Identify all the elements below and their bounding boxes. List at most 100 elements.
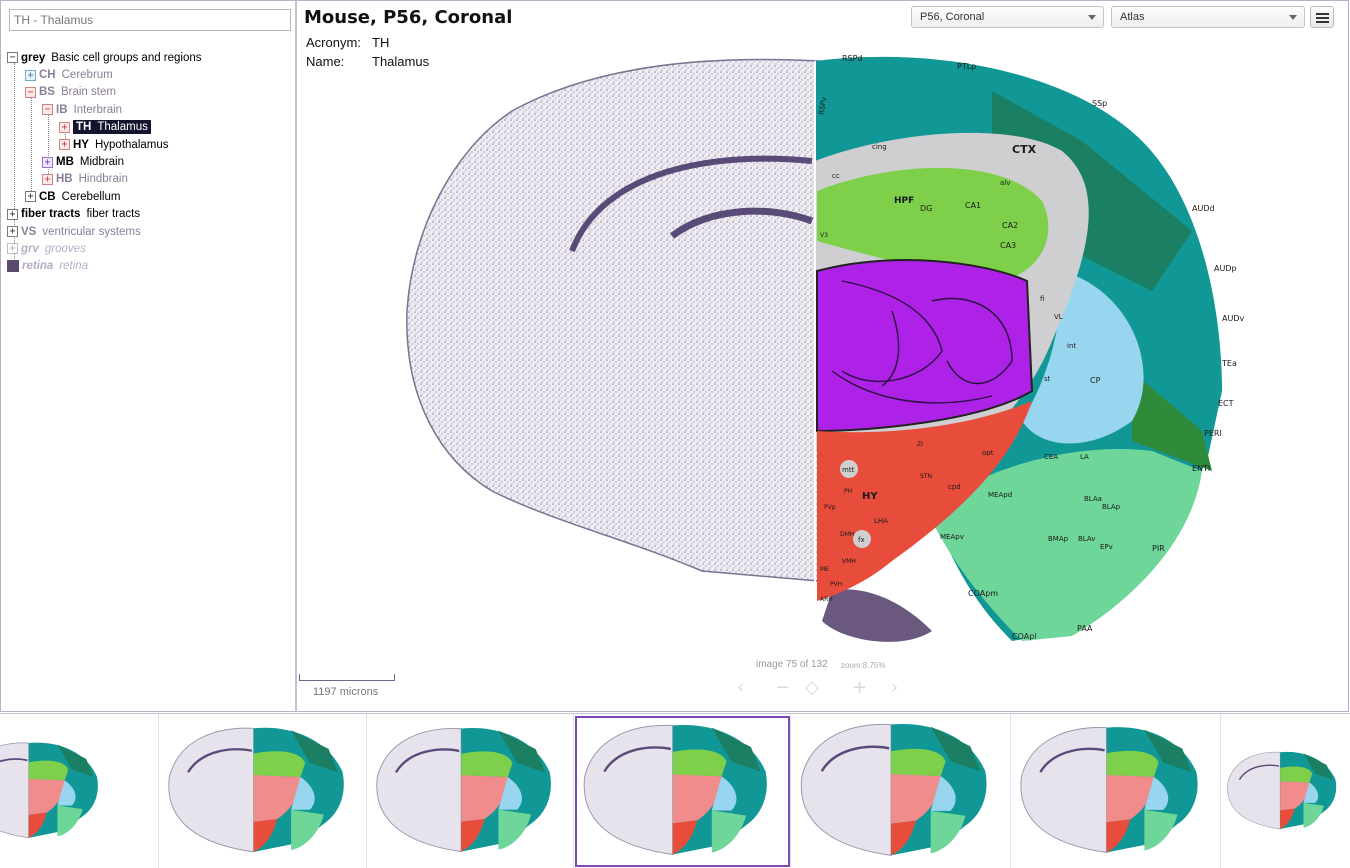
tree-node-midbrain[interactable]: + MB Midbrain	[7, 153, 292, 170]
section-filmstrip	[0, 713, 1350, 868]
collapse-icon[interactable]: −	[7, 52, 18, 64]
svg-text:HPF: HPF	[894, 196, 914, 206]
section-thumbnail[interactable]	[0, 716, 158, 867]
svg-text:CP: CP	[1090, 376, 1101, 385]
svg-text:LA: LA	[1080, 453, 1089, 461]
chevron-down-icon	[1289, 15, 1297, 20]
striatum-region[interactable]	[1022, 271, 1144, 444]
expand-icon[interactable]: +	[42, 173, 53, 185]
hamburger-icon	[1316, 13, 1329, 15]
svg-text:fi: fi	[1040, 295, 1044, 303]
tree-node-cerebrum[interactable]: + CH Cerebrum	[7, 66, 292, 83]
tree-node-cerebellum[interactable]: + CB Cerebellum	[7, 188, 292, 205]
zoom-in-icon[interactable]: +	[852, 677, 868, 698]
svg-text:BMAp: BMAp	[1048, 535, 1069, 543]
zoom-level: zoom:8.75%	[841, 661, 886, 670]
svg-text:cpd: cpd	[948, 483, 961, 491]
svg-text:CA2: CA2	[1002, 221, 1018, 230]
section-thumbnail[interactable]	[160, 716, 366, 867]
svg-text:STN: STN	[920, 473, 932, 480]
tree-node-grooves[interactable]: + grv grooves	[7, 240, 292, 257]
plane-select[interactable]: P56, Coronal	[911, 6, 1104, 28]
svg-text:RSPd: RSPd	[842, 54, 863, 63]
selected-structure[interactable]: TH Thalamus	[73, 120, 151, 135]
pan-icon[interactable]: ◇	[805, 677, 819, 698]
svg-text:BLAa: BLAa	[1084, 495, 1102, 503]
thumbnail-divider	[366, 714, 367, 868]
name-row: Name:Thalamus	[306, 54, 430, 69]
expand-icon[interactable]: +	[42, 156, 53, 168]
svg-text:AUDv: AUDv	[1222, 314, 1244, 323]
svg-text:VMH: VMH	[842, 558, 856, 565]
svg-text:cing: cing	[872, 143, 887, 151]
retina-color-swatch	[7, 260, 19, 273]
svg-text:PERI: PERI	[1204, 429, 1222, 438]
svg-text:ECT: ECT	[1218, 399, 1234, 408]
nissl-hippocampus	[569, 155, 813, 253]
svg-text:CA3: CA3	[1000, 241, 1016, 250]
tree-node-grey[interactable]: − grey Basic cell groups and regions	[7, 49, 292, 66]
section-thumbnail[interactable]	[1012, 716, 1220, 867]
tree-node-ventricular-systems[interactable]: + VS ventricular systems	[7, 223, 292, 240]
collapse-icon[interactable]: −	[42, 104, 53, 116]
svg-text:PAA: PAA	[1077, 624, 1093, 633]
expand-icon[interactable]: +	[7, 208, 18, 220]
hypothalamus-region[interactable]	[817, 401, 1032, 601]
collapse-icon[interactable]: −	[25, 86, 36, 98]
tree-node-fiber-tracts[interactable]: + fiber tracts fiber tracts	[7, 206, 292, 223]
peri-region[interactable]	[1132, 371, 1212, 471]
svg-text:AUDd: AUDd	[1192, 204, 1215, 213]
svg-text:V3: V3	[820, 232, 828, 239]
ssp-region[interactable]	[992, 91, 1192, 291]
expand-icon[interactable]: +	[7, 243, 18, 255]
thumbnail-divider	[158, 714, 159, 868]
tree-node-hypothalamus[interactable]: + HY Hypothalamus	[7, 136, 292, 153]
tree-node-retina[interactable]: retina retina	[7, 258, 292, 275]
scale-label: 1197 microns	[313, 686, 379, 698]
svg-text:SSp: SSp	[1092, 99, 1107, 108]
svg-text:LHA: LHA	[874, 517, 888, 525]
svg-text:ARH: ARH	[820, 596, 833, 603]
tree-node-thalamus[interactable]: + TH Thalamus	[7, 119, 292, 136]
brain-section-image[interactable]: RSPd PTLp SSp CTX AUDd AUDp AUDv TEa ECT…	[372, 41, 1272, 651]
section-viewer: Mouse, P56, Coronal Acronym:TH Name:Thal…	[297, 0, 1349, 712]
chevron-down-icon	[1088, 15, 1096, 20]
expand-icon[interactable]: +	[59, 139, 70, 151]
structure-search-input[interactable]	[9, 9, 291, 31]
svg-text:ENTl: ENTl	[1192, 464, 1210, 473]
expand-icon[interactable]: +	[25, 69, 36, 81]
tree-node-interbrain[interactable]: − IB Interbrain	[7, 101, 292, 118]
svg-text:CA1: CA1	[965, 201, 981, 210]
section-thumbnail[interactable]	[368, 716, 573, 867]
expand-icon[interactable]: +	[59, 121, 70, 133]
next-arrow-icon[interactable]: ›	[891, 677, 899, 698]
previous-arrow-icon[interactable]: ‹	[737, 677, 745, 698]
scale-bar	[299, 674, 395, 681]
olfactory-region[interactable]	[932, 449, 1202, 641]
svg-text:MEApd: MEApd	[988, 491, 1012, 499]
section-thumbnail[interactable]	[792, 716, 1010, 867]
svg-text:EPv: EPv	[1100, 543, 1113, 551]
expand-icon[interactable]: +	[25, 191, 36, 203]
svg-text:cc: cc	[832, 172, 840, 180]
view-select[interactable]: Atlas	[1111, 6, 1305, 28]
svg-text:st: st	[1044, 375, 1051, 383]
section-thumbnail[interactable]	[575, 716, 790, 867]
expand-icon[interactable]: +	[7, 226, 18, 238]
acronym-row: Acronym:TH	[306, 35, 390, 50]
image-counter: image 75 of 132	[756, 659, 828, 670]
page-title: Mouse, P56, Coronal	[304, 7, 513, 28]
svg-text:MEApv: MEApv	[940, 533, 964, 541]
svg-text:COApl: COApl	[1012, 632, 1037, 641]
svg-text:opt: opt	[982, 449, 994, 457]
section-thumbnail[interactable]	[1222, 716, 1350, 867]
menu-button[interactable]	[1310, 6, 1334, 28]
svg-text:DMH: DMH	[840, 531, 854, 538]
zoom-out-icon[interactable]: −	[775, 677, 791, 698]
svg-text:AUDp: AUDp	[1214, 264, 1237, 273]
hippocampus-region[interactable]	[817, 167, 1049, 281]
tree-node-hindbrain[interactable]: + HB Hindbrain	[7, 171, 292, 188]
svg-text:mtt: mtt	[842, 466, 855, 474]
tree-node-brain-stem[interactable]: − BS Brain stem	[7, 84, 292, 101]
thalamus-region[interactable]	[816, 259, 1034, 433]
